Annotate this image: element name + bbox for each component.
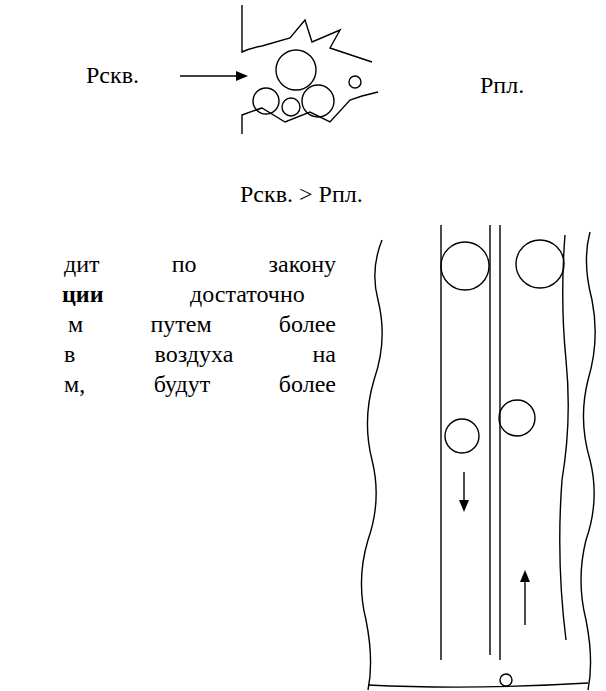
bubble [349, 76, 361, 88]
bubble [282, 98, 300, 116]
text-bold: ции [62, 280, 103, 308]
arrow-head [236, 71, 248, 81]
text-line: дит по закону [64, 250, 336, 278]
pressure-label: Рскв. [86, 61, 139, 89]
flow-arrow [463, 472, 464, 502]
bubble [445, 419, 479, 453]
bubble [253, 88, 279, 114]
well-wall [361, 240, 382, 690]
tube-wall [499, 225, 500, 660]
bubble [516, 240, 564, 288]
pressure-relation: Рскв. > Рпл. [240, 180, 363, 208]
tube-wall [560, 235, 569, 640]
arrow-head [459, 500, 469, 512]
bubble [441, 242, 489, 290]
text-line: достаточно [190, 280, 336, 308]
text-line: м, будут более [64, 370, 336, 398]
text-line: в воздуха на [64, 340, 336, 368]
pressure-arrow [180, 75, 240, 76]
bubble [276, 50, 316, 90]
tube-wall [489, 225, 490, 655]
bubble [302, 85, 334, 117]
bubble [499, 400, 535, 436]
text-line: м путем более [68, 310, 336, 338]
bubble [500, 674, 512, 686]
tube-wall [440, 225, 441, 660]
well-bottom [368, 683, 588, 687]
well-wall [581, 232, 595, 690]
arrow-head [520, 570, 530, 582]
pressure-label: Рпл. [480, 71, 524, 99]
flow-arrow [524, 580, 525, 625]
